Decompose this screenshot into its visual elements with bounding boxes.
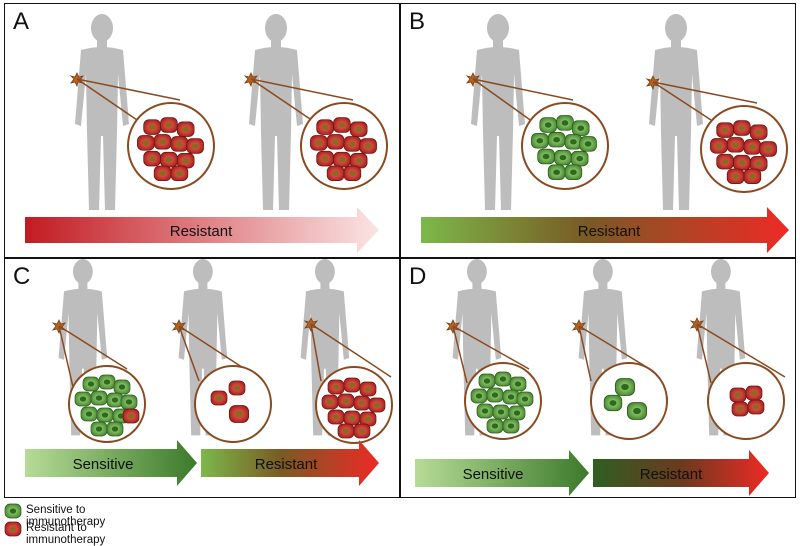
panel-a: A Resistant [4,3,400,258]
progression-arrow: Resistant [421,207,789,253]
magnified-cell-cluster [521,102,609,190]
arrow-label: Sensitive [73,456,134,473]
magnified-cell-cluster [707,362,785,440]
magnified-cell-cluster [194,365,272,443]
legend-label: Sensitive to immunotherapy [26,504,106,528]
arrow-label: Resistant [578,223,641,240]
sensitive-arrow: Sensitive [415,450,589,496]
panel-label: B [409,8,426,35]
sensitive-arrow: Sensitive [25,440,197,486]
resistant-cell-icon [4,521,22,537]
arrow-label: Resistant [255,456,318,473]
magnified-cell-cluster [590,362,668,440]
magnified-cell-cluster [68,365,146,443]
progression-arrow: Resistant [25,207,379,253]
human-silhouette [75,14,129,210]
panel-label: A [13,8,30,35]
magnified-cell-cluster [464,362,542,440]
human-silhouette [249,14,303,210]
magnified-cell-cluster [300,102,388,190]
legend-label: Resistant to immunotherapy [26,522,106,546]
arrow-label: Resistant [170,223,233,240]
magnified-cell-cluster [127,102,215,190]
arrow-label: Sensitive [463,466,524,483]
resistant-arrow: Resistant [593,450,769,496]
arrow-label: Resistant [640,466,703,483]
magnified-cell-cluster [315,366,393,444]
panel-b: B Resistant [400,3,796,258]
panel-c: C Sensitive [4,258,400,498]
magnified-cell-cluster [700,105,788,193]
panel-c-illustration: Sensitive Resistant [25,259,393,486]
resistant-arrow: Resistant [201,440,379,486]
panel-d: D Sensitive [400,258,796,498]
panel-label: D [409,263,427,290]
panel-d-illustration: Sensitive Resistant [415,259,786,496]
human-silhouette [471,14,525,210]
human-silhouette [649,14,703,210]
panel-label: C [13,263,31,290]
sensitive-cell-icon [4,503,22,519]
panel-a-illustration: Resistant [25,14,388,253]
panel-b-illustration: Resistant [421,14,789,253]
